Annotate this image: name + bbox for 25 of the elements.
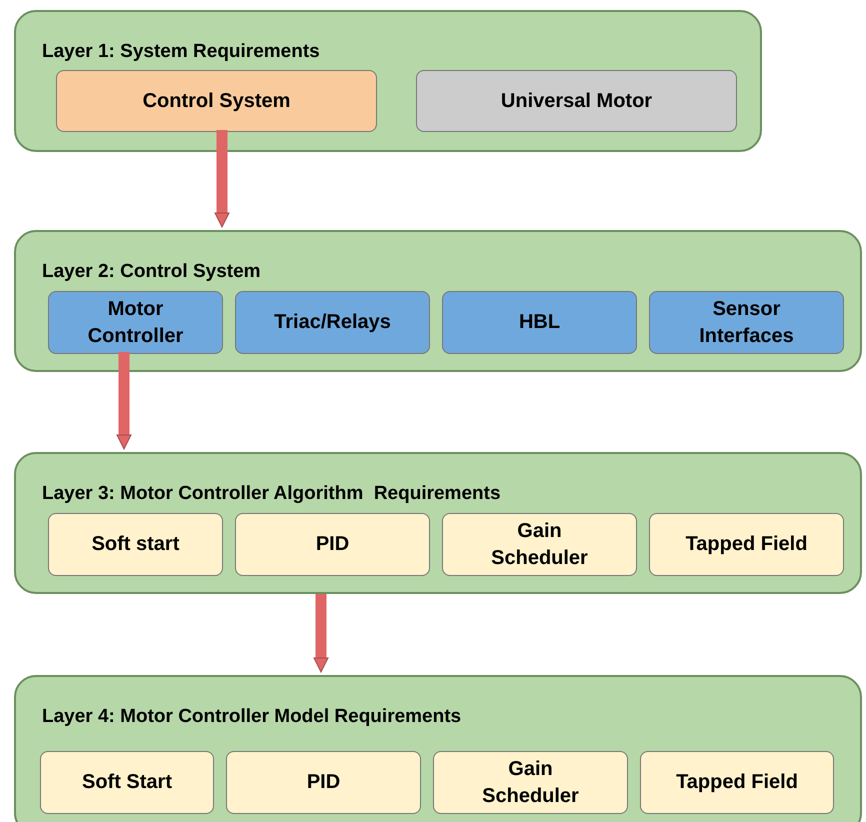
- layer-panel: [14, 230, 862, 372]
- component-box: Control System: [56, 70, 377, 132]
- component-box: Tapped Field: [649, 513, 844, 576]
- component-box: Soft Start: [40, 751, 214, 814]
- component-box: Soft start: [48, 513, 223, 576]
- arrow: [314, 594, 328, 672]
- component-box: HBL: [442, 291, 637, 354]
- layer-title: Layer 4: Motor Controller Model Requirements: [42, 705, 462, 729]
- component-box: Gain Scheduler: [442, 513, 637, 576]
- component-box: Universal Motor: [416, 70, 737, 132]
- arrow: [116, 352, 132, 450]
- layer-panel: [14, 452, 862, 594]
- layer-title: Layer 3: Motor Controller Algorithm Requirements: [42, 482, 501, 506]
- arrow: [214, 130, 230, 228]
- component-box: Gain Scheduler: [433, 751, 628, 814]
- layer-panel: [14, 10, 762, 152]
- component-box: Triac/Relays: [235, 291, 430, 354]
- layer-panel: [14, 675, 862, 822]
- layer-title: Layer 2: Control System: [42, 260, 261, 284]
- component-box: PID: [235, 513, 430, 576]
- component-box: Motor Controller: [48, 291, 223, 354]
- component-box: Tapped Field: [640, 751, 834, 814]
- component-box: PID: [226, 751, 421, 814]
- layer-title: Layer 1: System Requirements: [42, 40, 320, 64]
- component-box: Sensor Interfaces: [649, 291, 844, 354]
